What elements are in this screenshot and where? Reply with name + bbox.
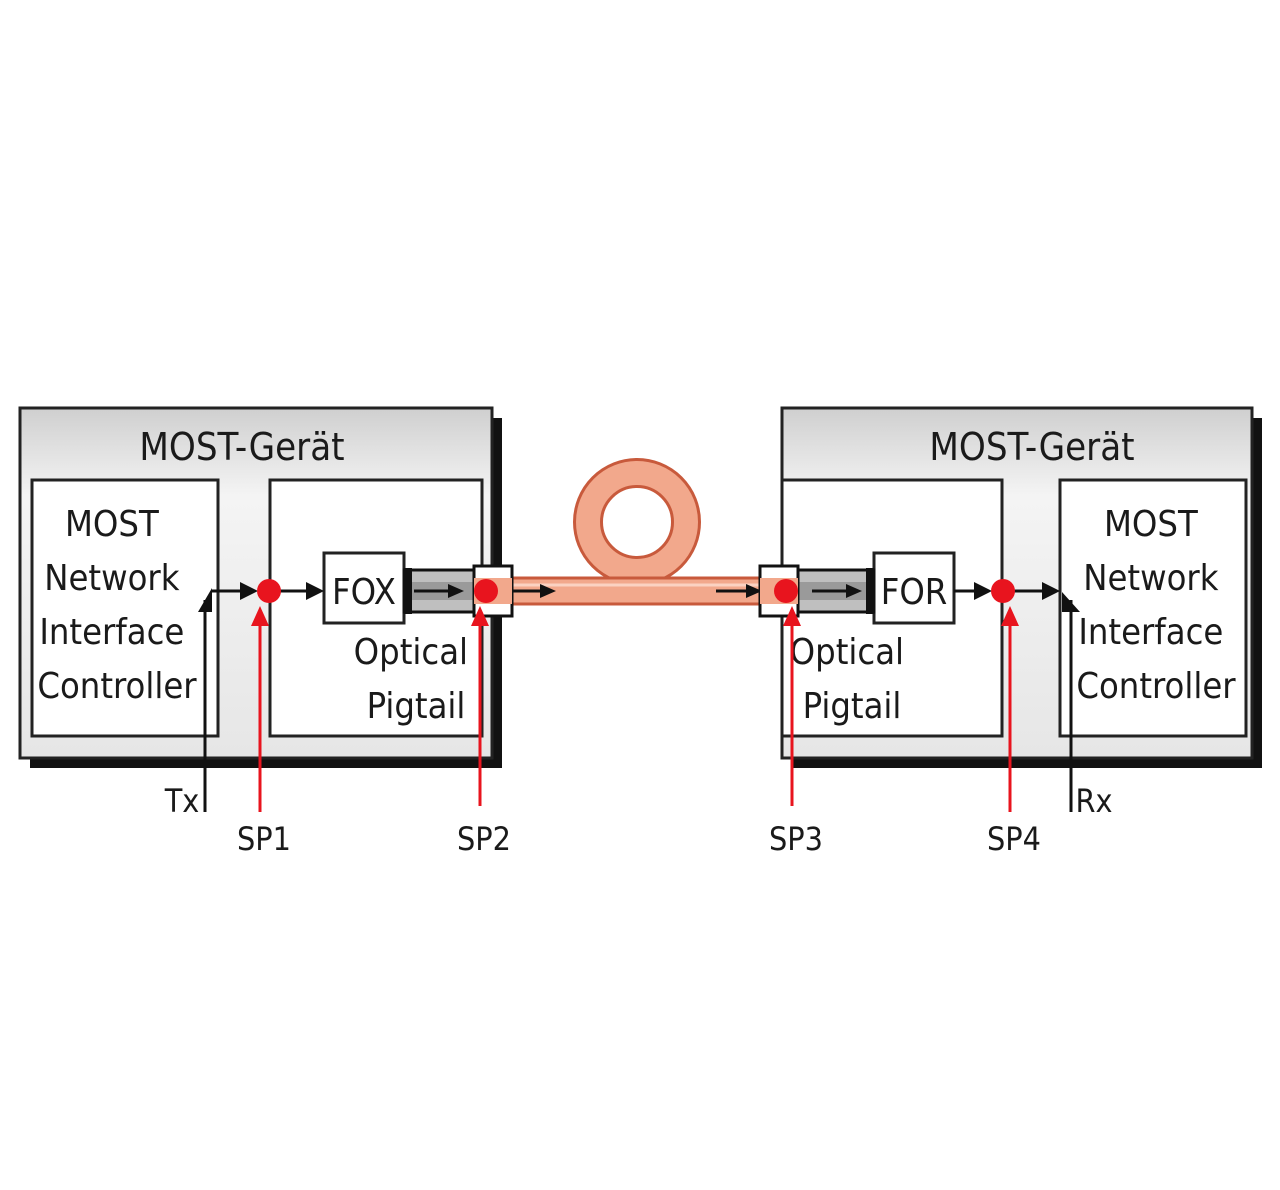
tx-to-sp1-arrowhead: [240, 582, 258, 600]
tx-label: Tx: [164, 782, 200, 820]
sp2-pointer-head: [471, 606, 489, 626]
sp2-dot: [474, 579, 498, 603]
sp1-pointer-head: [251, 606, 269, 626]
sp2-label: SP2: [457, 820, 511, 858]
left-pigtail-arrowhead: [448, 584, 464, 598]
optical-fiber: [476, 458, 796, 606]
tx-pin-arrowhead: [198, 588, 212, 612]
left-fox-box: [322, 551, 406, 625]
fiber-loop-inner: [576, 461, 698, 583]
right-controller-box: [1058, 478, 1248, 738]
signal-path: [198, 582, 1080, 812]
rx-label: Rx: [1075, 782, 1112, 820]
sp4-to-rx-arrowhead: [1042, 582, 1060, 600]
fiber-arrowhead-right: [746, 584, 762, 598]
sp1-to-fox-arrowhead: [306, 582, 324, 600]
sp4-dot: [991, 579, 1015, 603]
left-controller-label: MOST Network Interface Controller: [37, 504, 197, 707]
sp4-label: SP4: [987, 820, 1041, 858]
bottom-labels: Tx Rx SP1 SP2 SP3 SP4: [164, 782, 1113, 858]
right-for-label: FOR: [881, 572, 948, 613]
right-pigtail-end: [866, 568, 874, 614]
rx-pin-arrowhead: [1062, 592, 1080, 612]
right-pigtail-label: Optical Pigtail: [790, 632, 915, 727]
sp1-dot: [257, 579, 281, 603]
left-pigtail-end: [404, 568, 412, 614]
sp3-label: SP3: [769, 820, 823, 858]
left-controller-box: [30, 478, 220, 738]
for-to-sp4-arrowhead: [974, 582, 992, 600]
measure-points: [251, 579, 1019, 812]
fiber-arrowhead-left: [540, 584, 556, 598]
left-device-title: MOST-Gerät: [139, 425, 344, 469]
sp4-pointer-head: [1001, 606, 1019, 626]
left-pigtail-label: Optical Pigtail: [354, 632, 479, 727]
right-for-box: [872, 551, 956, 625]
right-controller-label: MOST Network Interface Controller: [1076, 504, 1236, 707]
sp1-label: SP1: [237, 820, 291, 858]
right-pigtail-arrowhead: [846, 584, 862, 598]
sp3-dot: [774, 579, 798, 603]
right-device-title: MOST-Gerät: [929, 425, 1134, 469]
left-fox-label: FOX: [332, 572, 396, 613]
sp3-pointer-head: [783, 606, 801, 626]
